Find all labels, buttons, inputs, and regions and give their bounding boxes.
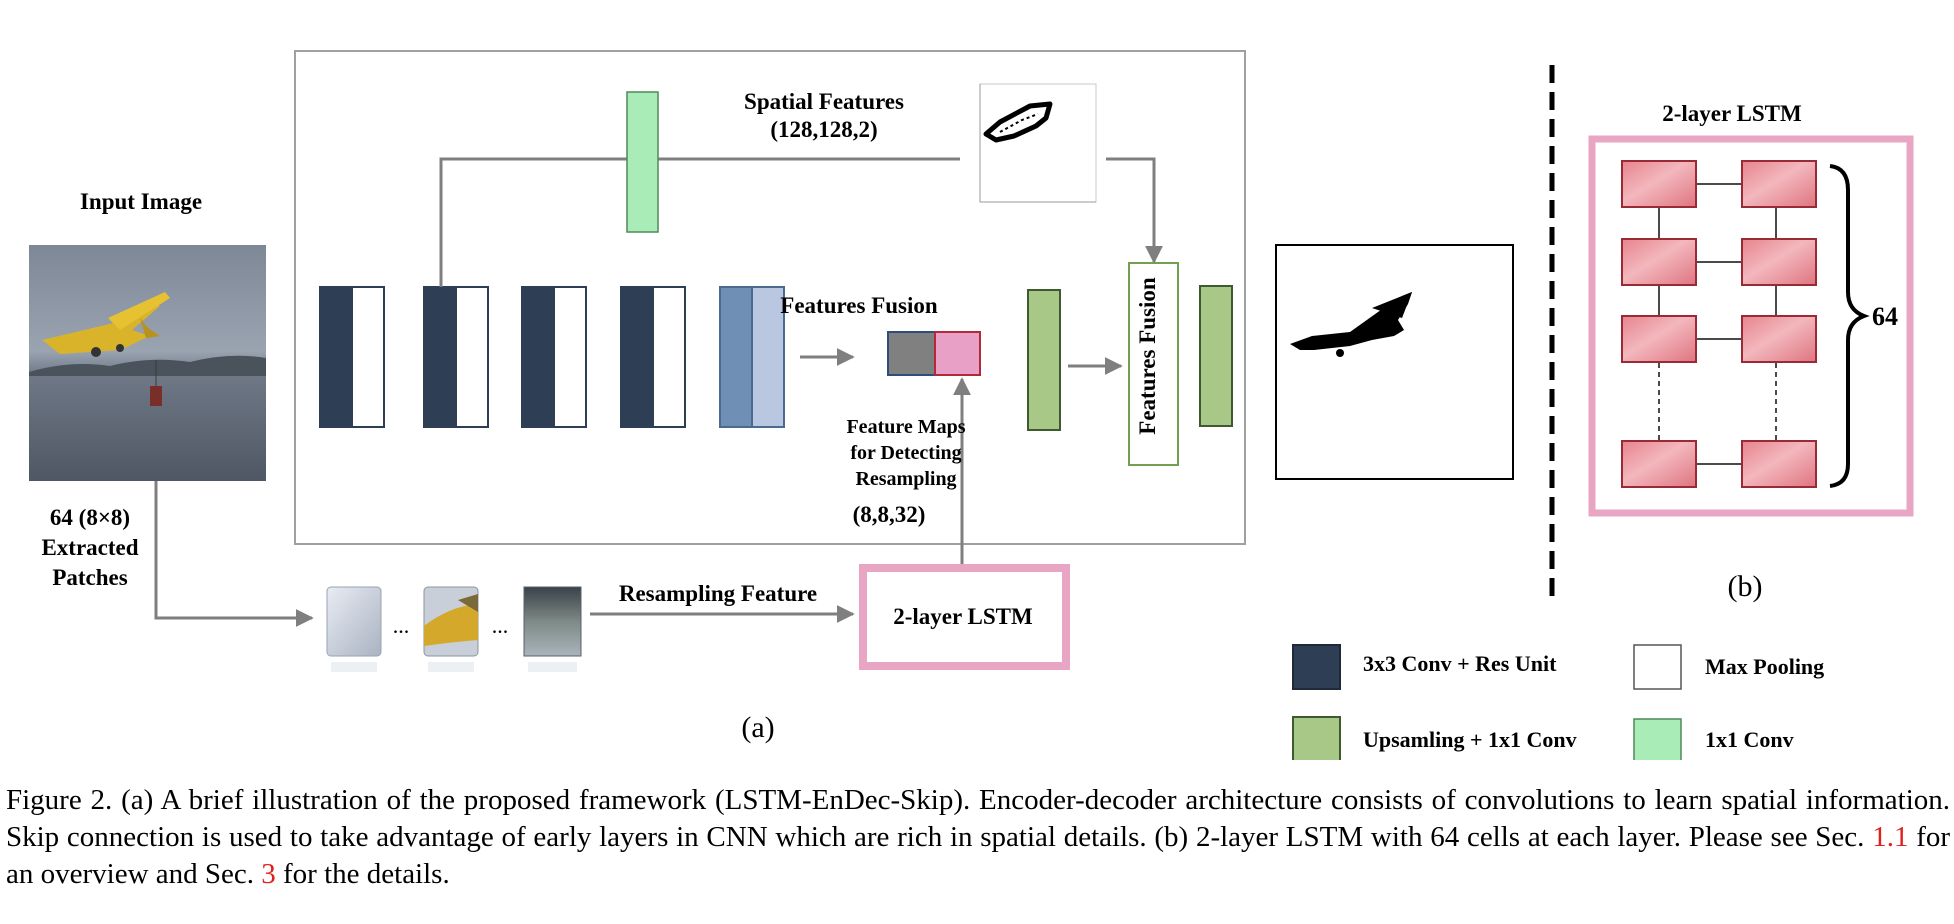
spatial-to-fusion-arrow: [1106, 157, 1163, 264]
spatial-features-title: Spatial Features: [744, 89, 904, 114]
skip-1x1-conv-block: [626, 91, 659, 233]
lstm-connections: [1658, 183, 1777, 465]
resampling-feature-label: Resampling Feature: [619, 581, 817, 606]
caption-text-3: for the details.: [283, 858, 450, 890]
patches-label-line2: Extracted: [41, 535, 138, 560]
legend-label-upsampling: Upsamling + 1x1 Conv: [1363, 727, 1577, 752]
legend-swatch-max-pooling: [1633, 644, 1682, 690]
spatial-feature-map-plot: [979, 83, 1097, 203]
input-image: [29, 245, 266, 481]
lstm-cell: [1741, 315, 1817, 363]
output-mask: [1275, 244, 1514, 480]
feature-maps-line1: Feature Maps: [846, 416, 965, 438]
encoder-block-5: [719, 286, 785, 428]
lstm-panel-title: 2-layer LSTM: [1662, 101, 1802, 126]
encoder-decoder-panel: [294, 50, 1246, 545]
lstm-cell: [1621, 440, 1697, 488]
lstm-brace: [1829, 164, 1870, 488]
caption-text: Figure 2. (a) A brief illustration of th…: [6, 784, 1950, 853]
feature-maps-dims: (8,8,32): [853, 502, 926, 527]
spatial-features-dims: (128,128,2): [770, 117, 877, 142]
lstm-cell: [1741, 238, 1817, 286]
encoder-block-3: [521, 286, 587, 428]
patches-arrow: [154, 481, 314, 627]
framework-figure: Input Image 64 (8×8) Extracted Patches: [29, 50, 1914, 760]
upsample-block-2: [1199, 285, 1233, 427]
legend-label-conv-res: 3x3 Conv + Res Unit: [1363, 651, 1557, 676]
patches-label-line3: Patches: [52, 565, 127, 590]
caption-text-2: for an overview and Sec.: [6, 821, 1951, 890]
upsample-block-1: [1027, 289, 1061, 431]
legend-label-1x1-conv: 1x1 Conv: [1705, 727, 1794, 752]
encoder-block-4: [620, 286, 686, 428]
legend-label-max-pooling: Max Pooling: [1705, 654, 1824, 679]
skip-connection-line: [439, 157, 960, 287]
encoder-block-2: [423, 286, 489, 428]
legend-swatch-1x1-conv: [1633, 718, 1682, 760]
subfigure-a-label: (a): [741, 711, 774, 744]
figure-caption: Figure 2. (a) A brief illustration of th…: [6, 782, 1950, 893]
lstm-cell: [1621, 315, 1697, 363]
caption-ref-sec-3[interactable]: 3: [261, 858, 276, 890]
lstm-cell-count: 64: [1872, 302, 1898, 331]
feature-maps-line3: Resampling: [855, 468, 956, 490]
input-image-title: Input Image: [80, 189, 202, 214]
features-fusion-title: Features Fusion: [780, 293, 938, 318]
lstm-cell: [1621, 238, 1697, 286]
encoder-block-1: [319, 286, 385, 428]
subfigure-b-label: (b): [1728, 570, 1763, 603]
features-fusion-vertical-block: [1128, 262, 1179, 466]
lstm-cell: [1741, 440, 1817, 488]
patches-label-line1: 64 (8×8): [50, 505, 130, 530]
lstm-cells: [1621, 160, 1817, 488]
lstm-cell: [1741, 160, 1817, 208]
legend-swatch-conv-res: [1292, 644, 1341, 690]
caption-ref-sec-1-1[interactable]: 1.1: [1872, 821, 1909, 853]
lstm-box: [859, 564, 1070, 670]
patch-2: [423, 586, 479, 672]
lstm-cell: [1621, 160, 1697, 208]
patch-ellipsis-2: ...: [492, 613, 509, 638]
patch-1: [326, 586, 382, 672]
airplane-photo: [42, 292, 170, 357]
features-fusion-block: [887, 331, 981, 376]
legend-swatch-upsampling: [1292, 716, 1341, 760]
features-fusion-vertical-label: Features Fusion: [1135, 277, 1160, 435]
patch-3: [523, 586, 582, 672]
legend: 3x3 Conv + Res Unit Max Pooling Upsamlin…: [1292, 644, 1824, 760]
feature-maps-line2: for Detecting: [850, 442, 961, 464]
patch-ellipsis-1: ...: [393, 613, 410, 638]
lstm-box-label: 2-layer LSTM: [893, 604, 1033, 629]
